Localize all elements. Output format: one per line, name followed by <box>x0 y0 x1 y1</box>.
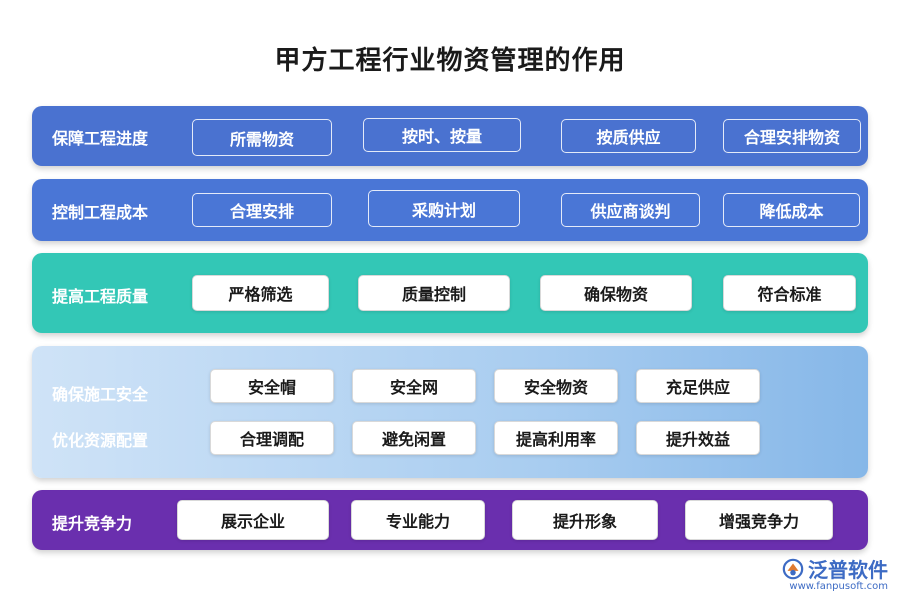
item-chip: 安全网 <box>352 369 476 403</box>
band-safety-resources: 确保施工安全 安全帽 安全网 安全物资 充足供应 优化资源配置 合理调配 避免闲… <box>32 346 868 478</box>
row-label: 保障工程进度 <box>52 129 149 148</box>
item-chip: 增强竞争力 <box>685 500 833 540</box>
brand-name: 泛普软件 <box>808 558 888 582</box>
row-label: 确保施工安全 <box>52 385 149 404</box>
band-cost: 控制工程成本 合理安排 采购计划 供应商谈判 降低成本 <box>32 179 868 241</box>
row-label: 优化资源配置 <box>52 431 149 450</box>
item-chip: 安全物资 <box>494 369 618 403</box>
item-chip: 符合标准 <box>723 275 856 311</box>
page-title: 甲方工程行业物资管理的作用 <box>274 46 626 76</box>
item-chip: 按时、按量 <box>363 118 521 152</box>
item-chip: 提高利用率 <box>494 421 618 455</box>
band-competitiveness: 提升竞争力 展示企业 专业能力 提升形象 增强竞争力 <box>32 490 868 550</box>
item-chip: 提升效益 <box>636 421 760 455</box>
item-chip: 按质供应 <box>561 119 696 153</box>
item-chip: 采购计划 <box>368 190 520 227</box>
row-label: 提升竞争力 <box>52 514 133 533</box>
row-label: 提高工程质量 <box>52 287 149 306</box>
row-label: 控制工程成本 <box>52 203 149 222</box>
item-chip: 供应商谈判 <box>561 193 700 227</box>
item-chip: 所需物资 <box>192 119 332 156</box>
item-chip: 充足供应 <box>636 369 760 403</box>
band-quality: 提高工程质量 严格筛选 质量控制 确保物资 符合标准 <box>32 253 868 333</box>
item-chip: 避免闲置 <box>352 421 476 455</box>
item-chip: 确保物资 <box>540 275 692 311</box>
brand-mark-icon <box>782 558 804 579</box>
item-chip: 合理安排物资 <box>723 119 861 153</box>
item-chip: 严格筛选 <box>192 275 329 311</box>
item-chip: 质量控制 <box>358 275 510 311</box>
item-chip: 提升形象 <box>512 500 658 540</box>
item-chip: 合理调配 <box>210 421 334 455</box>
item-chip: 专业能力 <box>351 500 485 540</box>
item-chip: 合理安排 <box>192 193 332 227</box>
brand-logo: 泛普软件 www.fanpusoft.com <box>782 554 888 592</box>
brand-url: www.fanpusoft.com <box>789 581 888 592</box>
band-schedule: 保障工程进度 所需物资 按时、按量 按质供应 合理安排物资 <box>32 106 868 166</box>
item-chip: 安全帽 <box>210 369 334 403</box>
item-chip: 降低成本 <box>723 193 860 227</box>
item-chip: 展示企业 <box>177 500 329 540</box>
